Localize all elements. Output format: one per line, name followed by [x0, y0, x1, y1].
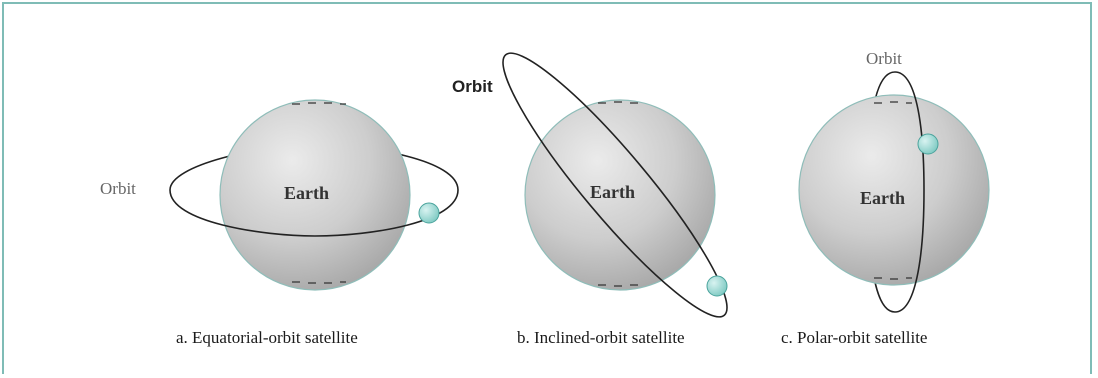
south-pole-dashes-c	[874, 277, 912, 280]
caption-inclined: b. Inclined-orbit satellite	[517, 328, 685, 347]
earth-equatorial	[219, 99, 411, 291]
earth-inclined	[524, 99, 716, 291]
orbit-label-a: Orbit	[100, 179, 136, 198]
panel-polar	[798, 71, 990, 313]
figure-frame	[2, 2, 1092, 374]
satellite-equatorial	[418, 202, 440, 224]
satellite-polar	[917, 133, 939, 155]
panel-equatorial	[169, 99, 459, 291]
earth-label-a: Earth	[284, 183, 329, 203]
caption-polar: c. Polar-orbit satellite	[781, 328, 928, 347]
earth-label-c: Earth	[860, 188, 905, 208]
caption-equatorial: a. Equatorial-orbit satellite	[176, 328, 358, 347]
panel-inclined	[502, 52, 728, 318]
earth-polar	[798, 94, 990, 286]
satellite-inclined	[706, 275, 728, 297]
orbit-label-b: Orbit	[452, 77, 493, 96]
polar-orbit-front	[894, 71, 925, 313]
north-pole-dashes	[292, 102, 346, 105]
south-pole-dashes-b	[598, 284, 638, 287]
earth-label-b: Earth	[590, 182, 635, 202]
north-pole-dashes-c	[874, 101, 912, 104]
north-pole-dashes-b	[598, 101, 638, 104]
inclined-orbit	[502, 52, 728, 318]
orbit-label-c: Orbit	[866, 49, 902, 68]
south-pole-dashes	[292, 281, 346, 284]
